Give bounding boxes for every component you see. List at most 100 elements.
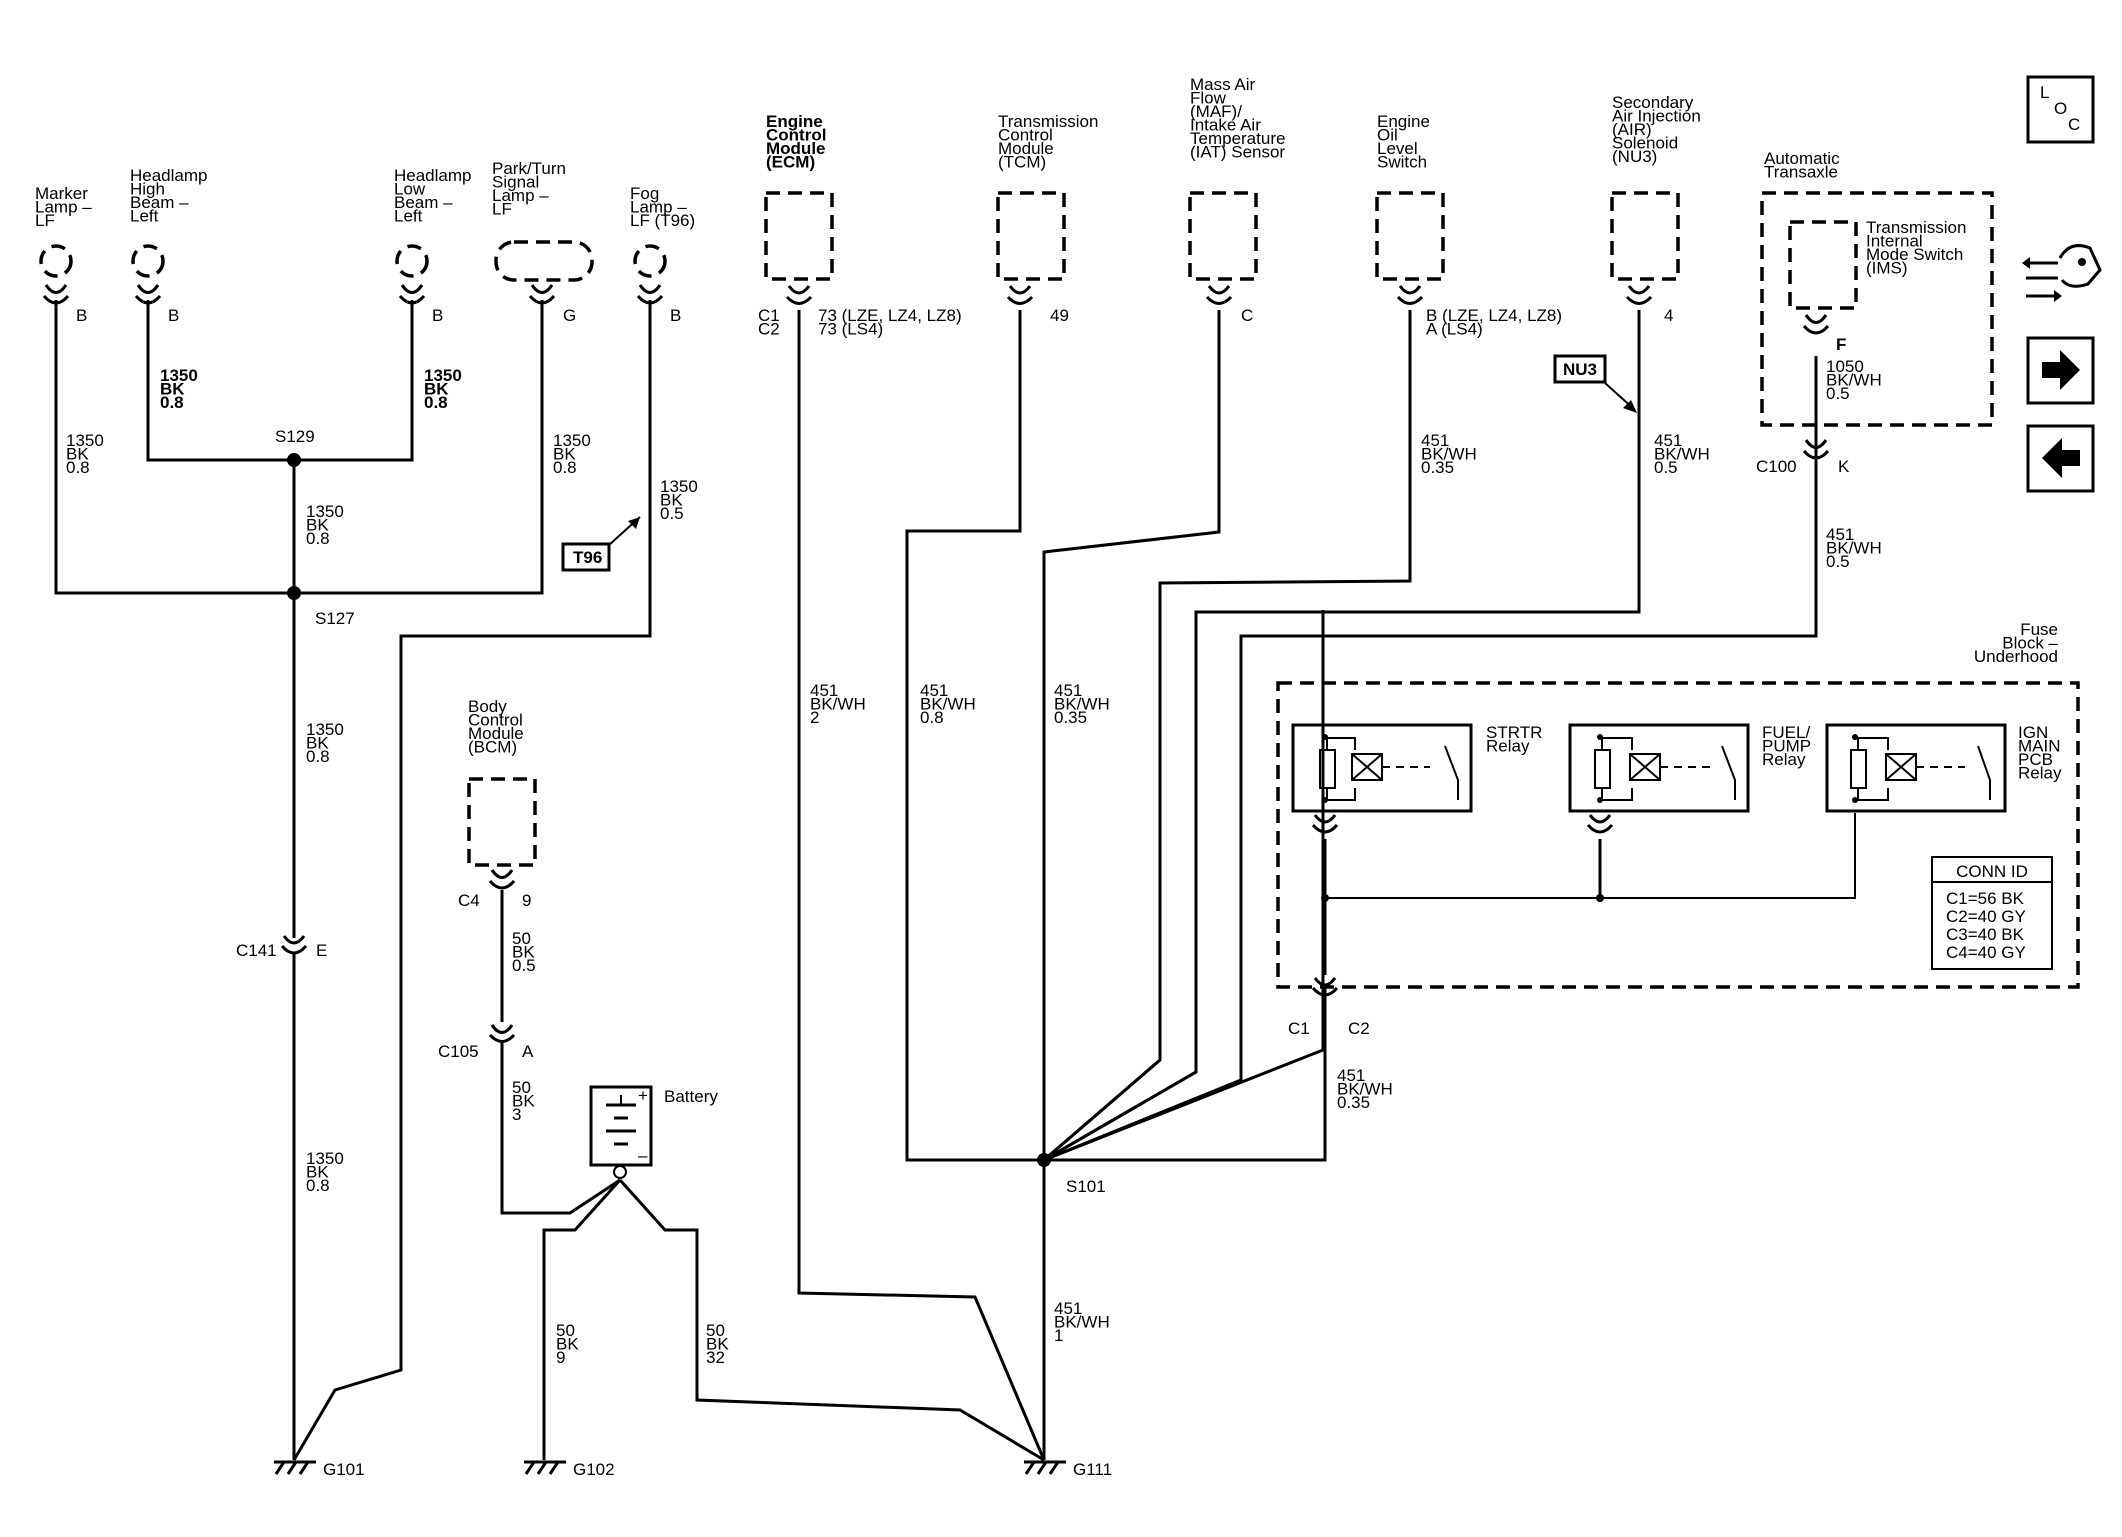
air-solenoid-box [1610, 191, 1680, 281]
oil-switch-box [1375, 191, 1445, 281]
conn-id-row: C2=40 GY [1946, 907, 2026, 926]
pin-low: B [432, 306, 443, 325]
pin-ims: F [1836, 335, 1846, 354]
marker-lamp-bulb [39, 244, 73, 305]
previous-page-arrow-icon[interactable] [2026, 424, 2095, 493]
loc-button[interactable]: L O C [2026, 75, 2095, 144]
ground-g102-label: G102 [573, 1460, 615, 1479]
pin-park: G [563, 306, 576, 325]
ims-box [1788, 220, 1858, 310]
park-turn-lamp-body [494, 240, 594, 305]
fog-lamp-bulb [633, 244, 667, 305]
connector-c105-label: C105 [438, 1042, 479, 1061]
connector-fuse-c1-label: C1 [1288, 1019, 1310, 1038]
ecm-box [764, 191, 834, 281]
battery-symbol: + – [589, 1085, 653, 1179]
connector-c100-label: C100 [1756, 457, 1797, 476]
module-boxes [467, 191, 1994, 890]
fuse-block-underhood [1276, 681, 2080, 989]
ground-g101-label: G101 [323, 1460, 365, 1479]
pin-maf: C [1241, 306, 1253, 325]
inline-connectors [280, 935, 1339, 1043]
conn-id-row: C1=56 BK [1946, 889, 2025, 908]
ref-nu3-label: NU3 [1563, 360, 1597, 379]
connector-c105-pin: A [522, 1042, 534, 1061]
connector-view-icon[interactable] [2022, 244, 2102, 302]
next-page-arrow-icon[interactable] [2026, 336, 2095, 405]
pin-tcm: 49 [1050, 306, 1069, 325]
tcm-box [996, 191, 1066, 281]
splice-s129-dot [287, 453, 301, 467]
splice-s129-label: S129 [275, 427, 315, 446]
connector-fuse-c2-label: C2 [1348, 1019, 1370, 1038]
pin-air: 4 [1664, 306, 1673, 325]
connector-c141-label: C141 [236, 941, 277, 960]
conn-id-row: C4=40 GY [1946, 943, 2026, 962]
connector-c100-pin: K [1838, 457, 1850, 476]
conn-id-title: CONN ID [1956, 862, 2028, 881]
ground-g102-symbol [524, 1460, 566, 1475]
ref-nu3-tag[interactable]: NU3 [1553, 354, 1637, 413]
splice-s127-dot [287, 586, 301, 600]
ground-g111-symbol [1024, 1460, 1066, 1475]
loc-letter-o: O [2054, 99, 2067, 118]
headlamp-low-bulb [395, 244, 429, 305]
conn-id-table [1931, 856, 2053, 970]
svg-text:+: + [638, 1086, 648, 1105]
pin-bcm: 9 [522, 891, 531, 910]
ref-t96-tag[interactable]: T96 [561, 516, 641, 572]
pin-bcm-connector: C4 [458, 891, 480, 910]
pin-high: B [168, 306, 179, 325]
pin-marker: B [76, 306, 87, 325]
conn-id-row: C3=40 BK [1946, 925, 2025, 944]
headlamp-high-bulb [131, 244, 165, 305]
splice-s127-label: S127 [315, 609, 355, 628]
ground-symbols [274, 1460, 1066, 1475]
ground-g111-label: G111 [1073, 1460, 1112, 1479]
pin-oil: B (LZE, LZ4, LZ8)A (LS4) [1426, 306, 1562, 339]
lamp-symbols [39, 240, 667, 305]
automatic-transaxle-box [1760, 191, 1994, 427]
ref-t96-label: T96 [573, 548, 602, 567]
svg-text:–: – [638, 1146, 648, 1165]
maf-iat-box [1188, 191, 1258, 281]
ign-main-relay-body [1825, 723, 2007, 813]
